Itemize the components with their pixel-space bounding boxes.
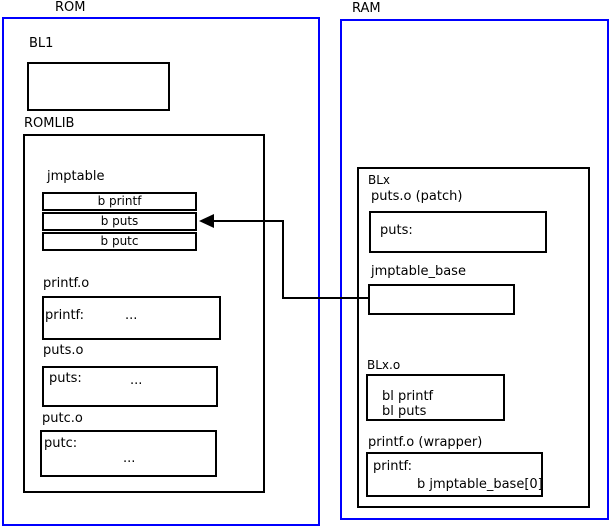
arrow-segment-bottom	[282, 297, 369, 299]
puts-patch-box	[369, 211, 547, 253]
blx-o-line-printf: bl printf	[382, 389, 434, 404]
arrow-head-icon	[199, 214, 214, 228]
putc-ellipsis: ...	[123, 451, 136, 466]
puts-symbol: puts:	[49, 371, 82, 386]
printf-wrapper-instruction: b jmptable_base[0]	[417, 477, 543, 492]
printf-o-label: printf.o	[43, 276, 90, 291]
blx-label: BLx	[368, 173, 391, 187]
jmptable-entry-puts: b puts	[42, 212, 197, 231]
printf-ellipsis: ...	[125, 308, 138, 323]
blx-o-label: BLx.o	[367, 358, 401, 372]
blx-o-line-puts: bl puts	[382, 404, 427, 419]
putc-o-box	[40, 430, 217, 477]
rom-frame	[2, 17, 320, 526]
blx-o-box	[366, 374, 505, 421]
printf-wrapper-label: printf.o (wrapper)	[368, 435, 483, 450]
arrow-segment-vertical	[282, 220, 284, 299]
printf-wrapper-box	[366, 452, 543, 497]
jmptable-base-label: jmptable_base	[371, 264, 466, 279]
puts-o-box	[42, 366, 218, 407]
jmptable-entry-printf: b printf	[42, 192, 197, 211]
arrow-segment-top	[211, 220, 284, 222]
jmptable-entry-putc: b putc	[42, 232, 197, 251]
puts-ellipsis: ...	[130, 373, 143, 388]
puts-patch-label: puts.o (patch)	[371, 189, 463, 204]
bl1-label: BL1	[29, 36, 54, 51]
rom-region-label: ROM	[55, 0, 86, 15]
romlib-label: ROMLIB	[24, 116, 75, 131]
jmptable-base-box	[368, 284, 515, 315]
printf-symbol: printf:	[45, 308, 85, 323]
jmptable-label: jmptable	[47, 169, 105, 184]
printf-o-box	[42, 296, 221, 340]
putc-o-label: putc.o	[42, 411, 83, 426]
ram-frame	[340, 19, 609, 520]
printf-wrapper-symbol: printf:	[373, 459, 413, 474]
puts-patch-symbol: puts:	[380, 223, 413, 238]
putc-symbol: putc:	[44, 436, 78, 451]
puts-o-label: puts.o	[43, 343, 84, 358]
bl1-box	[27, 62, 170, 111]
ram-region-label: RAM	[352, 1, 381, 16]
